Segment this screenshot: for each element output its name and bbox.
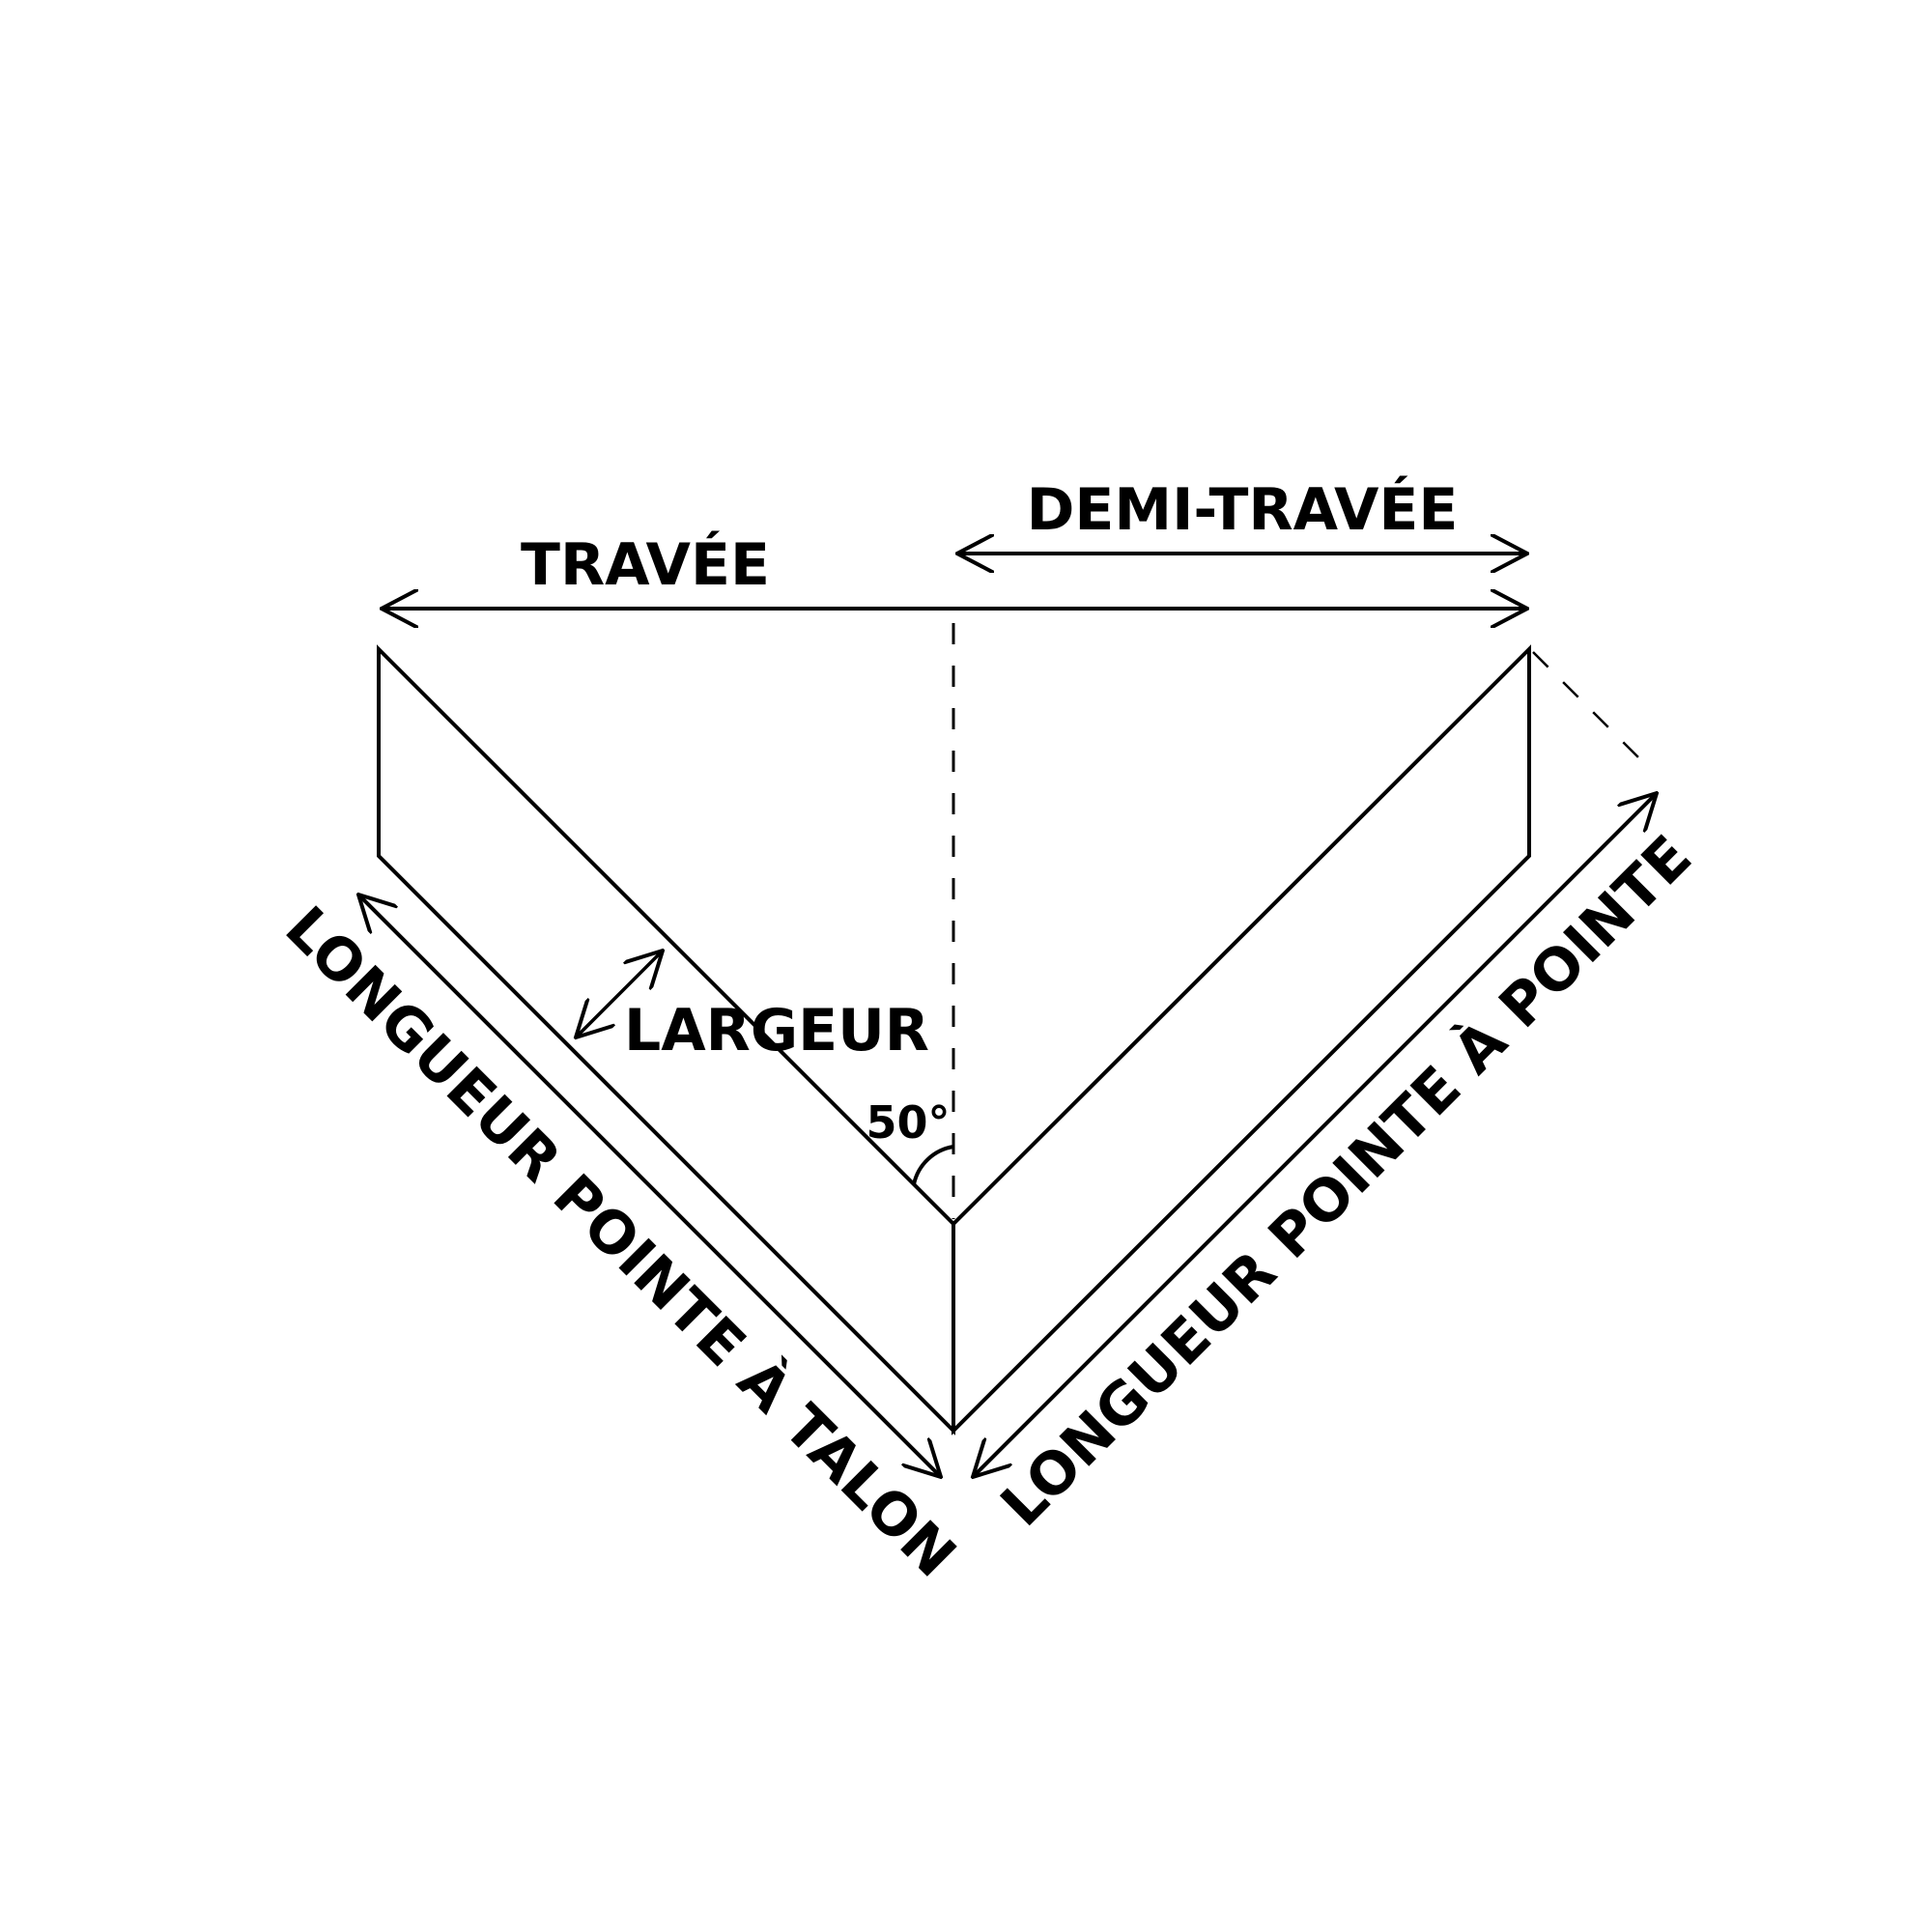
- span-label: TRAVÉE: [521, 529, 770, 599]
- half-span-label: DEMI-TRAVÉE: [1027, 474, 1459, 544]
- tip-to-tip-arrow: [973, 793, 1657, 1477]
- tip-to-heel-arrow: [358, 895, 941, 1477]
- extension-dashed-line: [1532, 651, 1643, 762]
- angle-label: 50°: [866, 1096, 950, 1149]
- width-label: LARGEUR: [624, 997, 929, 1065]
- angle-arc: [912, 1145, 954, 1185]
- tip-to-tip-label: LONGUEUR POINTE À POINTE: [987, 822, 1705, 1540]
- width-arrow: [576, 951, 663, 1037]
